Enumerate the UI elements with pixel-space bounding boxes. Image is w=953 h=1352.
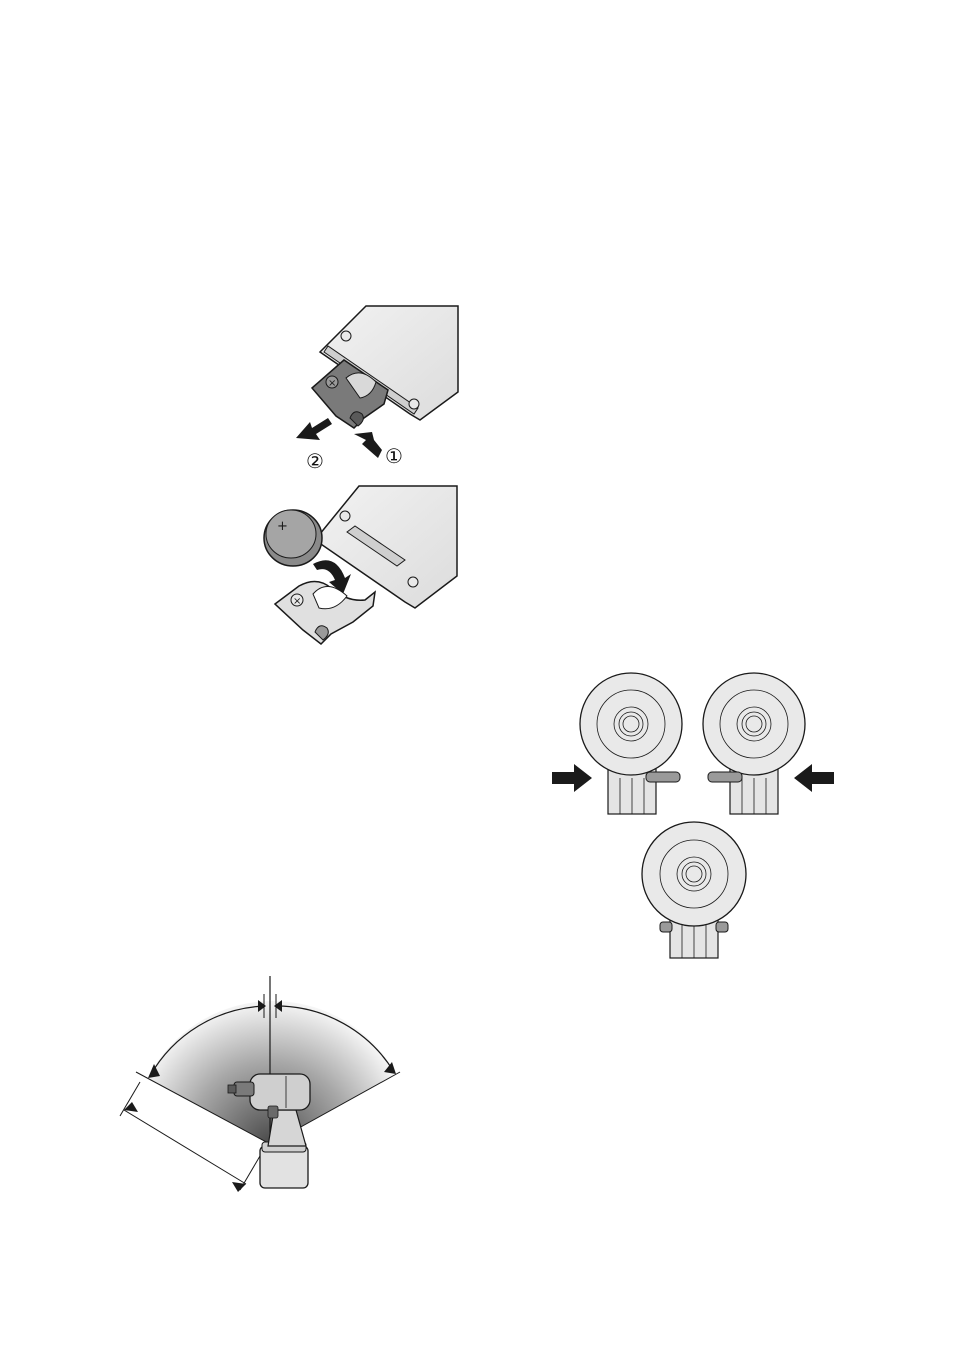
svg-text:×: × — [328, 378, 336, 389]
direction-switch-left-icon — [580, 673, 682, 814]
pull-arrow-icon — [296, 418, 332, 440]
signal-range-figure — [110, 970, 420, 1195]
battery-holder: × — [275, 581, 375, 644]
coverage-angle-icon — [136, 976, 400, 1144]
battery-insertion-figure: + × — [255, 482, 470, 652]
direction-switch-figure — [548, 668, 838, 960]
direction-switch-right-icon — [703, 673, 805, 814]
direction-switch-neutral-icon — [642, 822, 746, 958]
push-arrow-left-icon — [794, 764, 834, 792]
step-1-label: ① — [385, 446, 403, 466]
step-2-label: ② — [306, 451, 324, 471]
push-arrow-right-icon — [552, 764, 592, 792]
push-arrow-icon — [354, 432, 382, 458]
svg-text:×: × — [293, 596, 301, 607]
coin-battery: + — [264, 510, 322, 566]
battery-polarity: + — [277, 519, 288, 534]
